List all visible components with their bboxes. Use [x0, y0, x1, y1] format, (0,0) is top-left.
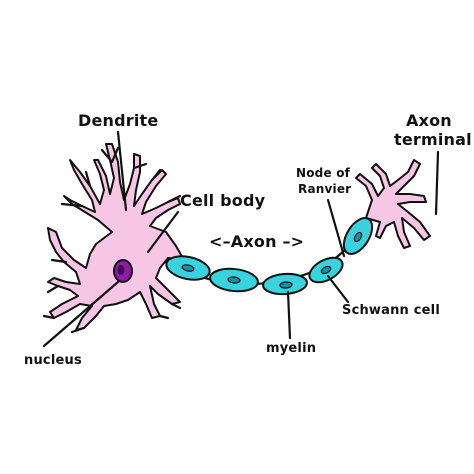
myelin-sheath	[165, 217, 374, 296]
myelin-core	[227, 276, 241, 284]
myelin-core	[181, 264, 195, 272]
label-node-of-ranvier-line2: Ranvier	[298, 182, 351, 196]
pointer-lines	[42, 130, 440, 348]
label-nucleus: nucleus	[24, 353, 82, 368]
myelin-pointer	[286, 290, 292, 340]
axon-terminal-pointer	[434, 150, 440, 216]
label-schwann-cell: Schwann cell	[342, 303, 440, 318]
nucleolus-shape	[117, 265, 125, 275]
cell-body-pointer	[146, 210, 180, 254]
dendrite-branches	[42, 146, 182, 334]
label-node-of-ranvier-line1: Node of	[296, 166, 351, 180]
label-myelin: myelin	[266, 341, 316, 356]
dendrite-pointer	[116, 130, 128, 212]
myelin-core	[353, 231, 363, 243]
cell-body-shape	[47, 143, 185, 331]
myelin-core	[320, 265, 332, 275]
schwann-cell-pointer	[326, 274, 350, 304]
nucleus-pointer	[42, 280, 120, 348]
cell-body-with-dendrites	[42, 143, 185, 334]
myelin-core	[279, 281, 293, 289]
label-axon-terminal-line2: terminal	[394, 130, 472, 149]
node-of-ranvier-pointer	[326, 198, 346, 258]
labels: Dendrite Cell body <–Axon –> Node of Ran…	[24, 111, 472, 368]
label-axon-terminal-line1: Axon	[406, 111, 452, 130]
label-dendrite: Dendrite	[78, 111, 158, 130]
axon-terminal-shape	[355, 159, 431, 249]
label-cell-body: Cell body	[180, 191, 266, 210]
label-axon: <–Axon –>	[209, 232, 304, 251]
